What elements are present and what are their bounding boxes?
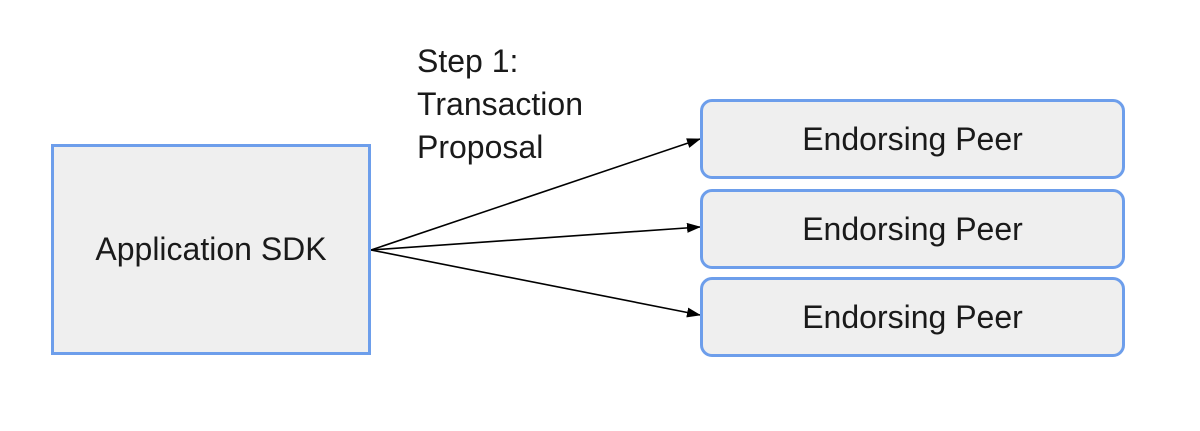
endorsing-peer-box-3: Endorsing Peer (700, 277, 1125, 357)
endorsing-peer-label-3: Endorsing Peer (802, 298, 1023, 335)
endorsing-peer-label-2: Endorsing Peer (802, 210, 1023, 247)
application-sdk-label: Application SDK (95, 231, 327, 267)
step-label-line-2: Transaction (417, 86, 583, 122)
arrow-to-peer-1 (370, 138, 701, 251)
endorsing-peer-box-2: Endorsing Peer (700, 189, 1125, 269)
arrow-to-peer-2 (370, 222, 701, 251)
step-label-line-3: Proposal (417, 129, 544, 165)
endorsing-peer-box-1: Endorsing Peer (700, 99, 1125, 179)
endorsing-peer-label-1: Endorsing Peer (802, 120, 1023, 157)
step-label-line-1: Step 1: (417, 43, 519, 79)
application-sdk-box: Application SDK (51, 144, 371, 355)
step-1-label: Step 1: Transaction Proposal (417, 40, 583, 169)
arrow-to-peer-3 (370, 249, 701, 318)
